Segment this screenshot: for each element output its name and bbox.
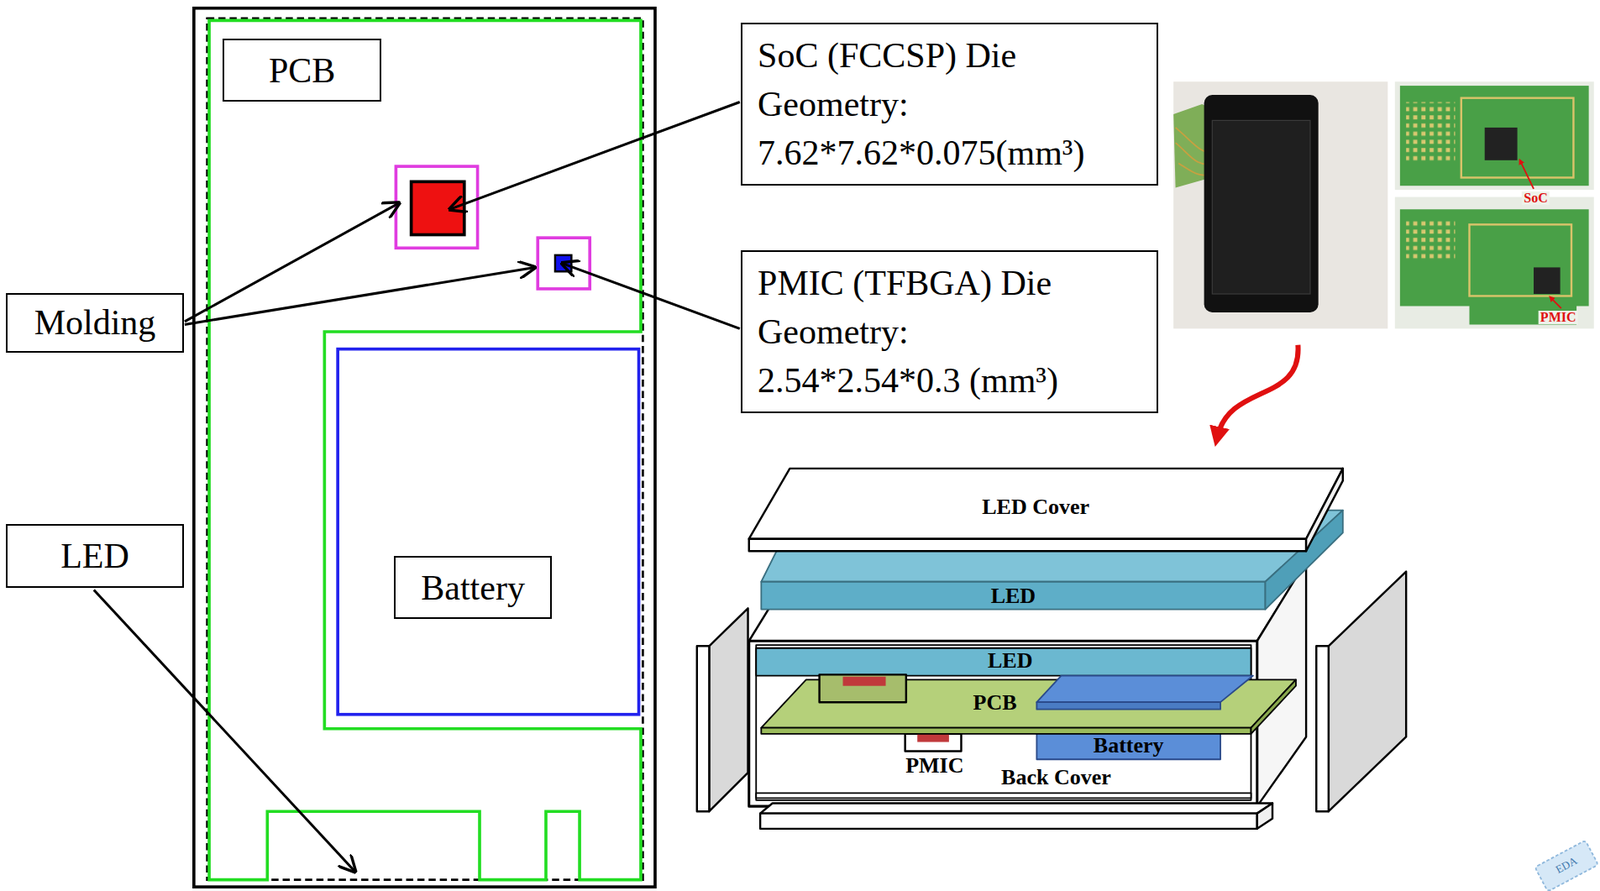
soc-molding: [395, 166, 478, 248]
led-layer: [755, 648, 1251, 677]
battery-block: [1036, 730, 1221, 760]
battery-top: [1036, 676, 1254, 703]
node-text: LED: [60, 535, 130, 578]
node-text: SoC (FCCSP) Die Geometry: 7.62*7.62*0.07…: [757, 31, 1107, 178]
soc-die: [843, 676, 887, 687]
top-view: [194, 8, 656, 887]
led-cover: [1306, 468, 1343, 551]
battery-edge: [1036, 702, 1221, 710]
pcb-edge: [760, 728, 1251, 735]
pmic-package: [905, 734, 962, 752]
part-label-box: PCB: [222, 38, 383, 102]
pad-grid: [1405, 219, 1455, 261]
exploded-view: [697, 468, 1406, 829]
shield-frame: [1468, 224, 1571, 296]
phone-photo: [1173, 81, 1388, 329]
leader-line: [450, 102, 740, 210]
photo-label: PMIC: [1538, 310, 1579, 325]
photo-label: SoC: [1521, 191, 1549, 205]
node-text: PMIC (TFBGA) Die Geometry: 2.54*2.54*0.3…: [757, 258, 1107, 405]
layer-label: LED Cover: [981, 496, 1090, 519]
pcb-photo-top: [1395, 81, 1595, 190]
pmic-die: [917, 734, 950, 743]
part-label-box: Battery: [393, 556, 552, 620]
pcb-outline: [209, 20, 641, 880]
phone-screen: [1211, 120, 1311, 294]
back-cover: [1257, 802, 1273, 829]
phone-outline: [194, 8, 656, 887]
pmic-chip: [1533, 267, 1561, 294]
layer-label: LED: [991, 585, 1036, 608]
led-outline: [207, 18, 644, 881]
part-label-box: LED: [5, 524, 184, 588]
leader-line: [561, 263, 740, 330]
soc-package: [819, 674, 907, 703]
led-cover: [749, 468, 1343, 540]
layer-label: Battery: [1093, 734, 1165, 757]
shield-frame: [1461, 98, 1574, 179]
pointer-arrow: [1520, 161, 1534, 189]
back-cover: [760, 802, 1273, 814]
callout-box: SoC (FCCSP) Die Geometry: 7.62*7.62*0.07…: [740, 22, 1159, 186]
layer-label: PMIC: [905, 755, 964, 777]
pcb-photo-bottom: [1395, 197, 1595, 330]
photo-ground: [1395, 81, 1595, 190]
leader-line: [94, 589, 356, 871]
side-panel: [697, 645, 710, 812]
phone-body: [1204, 94, 1319, 313]
leader-arrows: [94, 102, 740, 872]
back-cover: [760, 813, 1258, 829]
leader-line: [184, 267, 536, 325]
pcb-board: [1400, 209, 1590, 325]
node-text: PCB: [268, 49, 336, 92]
stamp: [1534, 840, 1598, 891]
layer-label: PCB: [973, 692, 1018, 714]
side-panel: [1328, 571, 1406, 813]
part-label-box: Molding: [5, 293, 184, 354]
soc-chip: [1484, 127, 1518, 161]
side-panel: [1316, 645, 1329, 812]
battery-outline: [337, 349, 639, 715]
flow-arrow: [1217, 345, 1298, 437]
led-cover: [749, 539, 1307, 552]
stamp: [1534, 840, 1598, 891]
pad-grid: [1405, 102, 1455, 164]
callout-box: PMIC (TFBGA) Die Geometry: 2.54*2.54*0.3…: [740, 250, 1159, 414]
node-text: Molding: [34, 301, 157, 344]
layer-label: LED: [987, 650, 1033, 672]
back-cover-inner: [755, 792, 1251, 798]
led-plate: [760, 582, 1265, 610]
pointer-arrow: [1551, 298, 1562, 309]
layer-label: Back Cover: [1001, 766, 1112, 789]
pcb-edge: [1250, 679, 1296, 734]
side-panel: [708, 608, 748, 812]
leader-line: [184, 203, 399, 322]
node-text: Battery: [420, 566, 525, 609]
photo-ground: [1395, 197, 1595, 330]
pcb-board: [1400, 85, 1590, 186]
photo-ground: [1173, 81, 1388, 329]
